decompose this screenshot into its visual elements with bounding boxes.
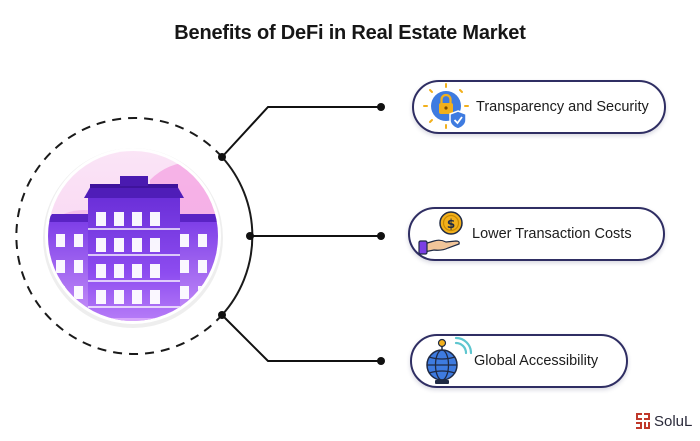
page-title: Benefits of DeFi in Real Estate Market <box>174 22 526 44</box>
connector-dot-orbit-2 <box>246 232 254 240</box>
benefit-label-transparency: Transparency and Security <box>476 99 649 115</box>
connector-dot-end-3 <box>377 357 385 365</box>
connector-dot-end-1 <box>377 103 385 111</box>
benefit-card-lower-costs: $ Lower Transaction Costs <box>408 207 665 261</box>
brand-logo-icon <box>636 413 650 429</box>
dashed-orbit-arc <box>15 117 223 355</box>
connector-dot-orbit-3 <box>218 311 226 319</box>
svg-text:$: $ <box>447 217 455 231</box>
globe-icon <box>426 336 472 384</box>
lock-shield-icon <box>423 83 469 130</box>
connector-dot-end-2 <box>377 232 385 240</box>
benefit-card-transparency: Transparency and Security <box>412 80 666 134</box>
connector-dot-orbit-1 <box>218 153 226 161</box>
benefit-card-global-accessibility: Global Accessibility <box>410 334 628 388</box>
brand-watermark: SoluL <box>636 410 692 432</box>
benefit-label-lower-costs: Lower Transaction Costs <box>472 226 632 242</box>
coin-hand-icon: $ <box>418 211 463 255</box>
connector-line-1 <box>221 106 380 158</box>
brand-name: SoluL <box>654 412 693 430</box>
benefit-label-global-accessibility: Global Accessibility <box>474 353 599 369</box>
building-icon <box>48 151 218 321</box>
connector-line-3 <box>221 314 380 362</box>
